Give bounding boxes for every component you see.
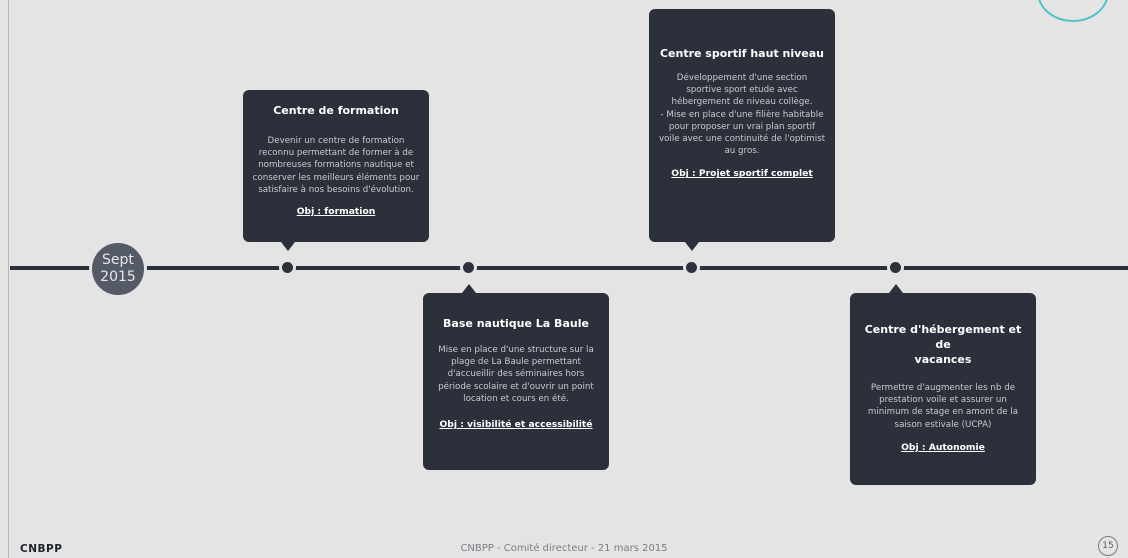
card-line: - Mise en place d'une filière habitable bbox=[660, 109, 824, 120]
timeline-dot-base-nautique bbox=[460, 259, 477, 276]
card-line: Devenir un centre de formation bbox=[267, 136, 405, 146]
card-line: plage de La Baule permettant bbox=[451, 357, 581, 368]
card-objective: Obj : Projet sportif complet bbox=[671, 168, 813, 180]
card-description: Mise en place d'une structure sur la pla… bbox=[431, 344, 601, 405]
card-description: Devenir un centre de formation reconnu p… bbox=[251, 135, 421, 196]
card-title: Centre sportif haut niveau bbox=[659, 47, 825, 60]
card-line: conserver les meilleurs éléments pour bbox=[252, 172, 420, 183]
card-line: location et cours en été. bbox=[463, 393, 569, 404]
card-line: période scolaire et d'ouvrir un point bbox=[438, 381, 594, 392]
card-line: Développement d'une section bbox=[676, 73, 808, 83]
card-title: Centre de formation bbox=[273, 104, 399, 117]
card-pointer bbox=[281, 242, 295, 251]
card-line: sportive sport etude avec bbox=[686, 85, 798, 96]
card-line: satisfaire à nos besoins d'évolution. bbox=[258, 184, 414, 195]
timeline-line bbox=[10, 266, 1128, 270]
start-year: 2015 bbox=[100, 269, 136, 285]
card-pointer bbox=[462, 284, 476, 293]
card-pointer bbox=[889, 284, 903, 293]
card-line: nombreuses formations nautique et bbox=[258, 160, 414, 171]
card-line: hébergement de niveau collège. bbox=[671, 97, 813, 108]
card-centre-hebergement: Centre d'hébergement et de vacances Perm… bbox=[850, 293, 1036, 485]
card-title: Centre d'hébergement et de vacances bbox=[858, 322, 1028, 367]
timeline-dot-formation bbox=[279, 259, 296, 276]
footer-logo: CNBPP bbox=[20, 543, 63, 555]
card-line: pour proposer un vrai plan sportif bbox=[668, 121, 816, 132]
card-description: Développement d'une section sportive spo… bbox=[657, 72, 827, 157]
card-centre-formation: Centre de formation Devenir un centre de… bbox=[243, 90, 429, 242]
card-line: Permettre d'augmenter les nb de bbox=[870, 383, 1016, 393]
slide-left-border bbox=[8, 0, 9, 558]
card-objective: Obj : visibilité et accessibilité bbox=[439, 419, 593, 431]
start-month: Sept bbox=[102, 252, 134, 268]
card-line: au gros. bbox=[724, 146, 760, 157]
timeline-start-marker: Sept 2015 bbox=[89, 240, 147, 298]
card-title-line: vacances bbox=[914, 353, 972, 366]
footer-text: CNBPP - Comité directeur - 21 mars 2015 bbox=[460, 543, 668, 554]
card-line: Mise en place d'une structure sur la bbox=[438, 345, 594, 355]
card-line: prestation voile et assurer un bbox=[879, 395, 1007, 406]
card-line: d'accueillir des séminaires hors bbox=[447, 369, 585, 380]
card-line: saison estivale (UCPA) bbox=[894, 419, 992, 430]
timeline-dot-hebergement bbox=[887, 259, 904, 276]
logo-ring-icon bbox=[1037, 0, 1109, 22]
card-title: Base nautique La Baule bbox=[443, 317, 589, 330]
page-number: 15 bbox=[1098, 536, 1118, 556]
card-pointer bbox=[685, 242, 699, 251]
card-objective: Obj : formation bbox=[296, 206, 376, 218]
card-line: voile avec une continuité de l'optimist bbox=[658, 134, 826, 145]
card-line: minimum de stage en amont de la bbox=[867, 407, 1019, 418]
card-line: reconnu permettant de former à de bbox=[258, 148, 414, 159]
card-title-line: Centre d'hébergement et de bbox=[864, 323, 1022, 351]
card-centre-sportif: Centre sportif haut niveau Développement… bbox=[649, 9, 835, 242]
timeline-dot-centre-sportif bbox=[683, 259, 700, 276]
card-description: Permettre d'augmenter les nb de prestati… bbox=[858, 382, 1028, 431]
card-base-nautique: Base nautique La Baule Mise en place d'u… bbox=[423, 293, 609, 470]
card-objective: Obj : Autonomie bbox=[901, 441, 985, 453]
